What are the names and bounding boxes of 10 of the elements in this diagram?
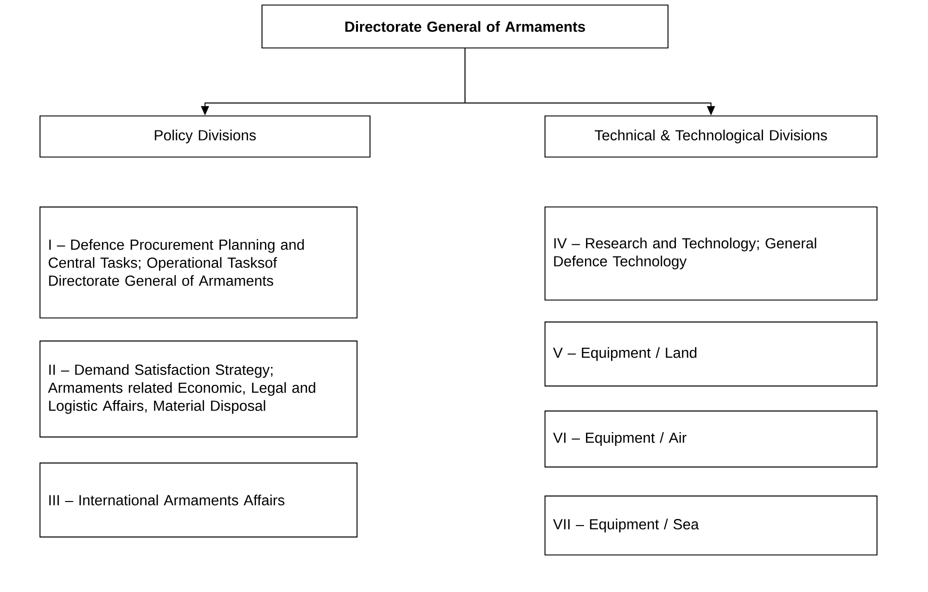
department-box: VI – Equipment / Air (544, 410, 878, 468)
department-box: IV – Research and Technology; General Defence Technology (544, 206, 878, 300)
department-box: II – Demand Satisfaction Strategy; Armaments related Economic, Legal and Logistic Affairs, Material Disposal (40, 340, 358, 438)
title-box: Directorate General of Armaments (262, 4, 668, 48)
department-box: VII – Equipment / Sea (544, 496, 878, 556)
department-box: III – International Armaments Affairs (40, 462, 358, 538)
department-box: V – Equipment / Land (544, 322, 878, 386)
division-box: Technical & Technological Divisions (544, 116, 878, 158)
department-box: I – Defence Procurement Planning and Central Tasks; Operational Tasksof Directorate General of Armaments (40, 206, 358, 318)
division-box: Policy Divisions (40, 116, 370, 158)
